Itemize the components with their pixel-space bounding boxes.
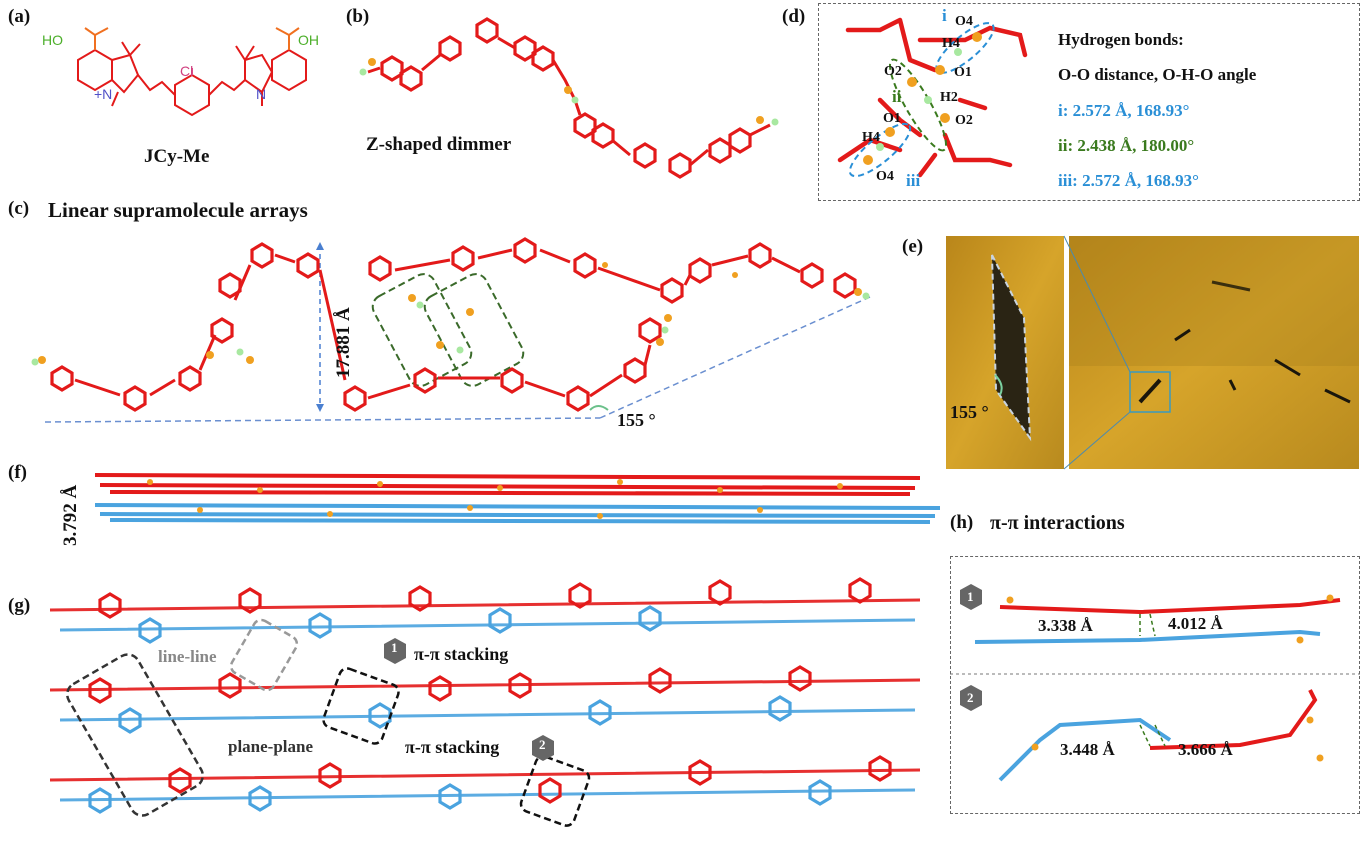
atom-label: H4	[942, 36, 960, 51]
array-distance: 17.881 Å	[333, 307, 354, 378]
side-view-stack	[94, 473, 941, 524]
hbond-title: Hydrogen bonds:	[1058, 30, 1184, 49]
panel-f-label: (f)	[8, 462, 27, 483]
atom-n-left: +N	[94, 86, 113, 102]
stack-distance: 3.792 Å	[60, 484, 81, 546]
panel-h-label: (h)	[950, 512, 974, 533]
roman-iii: iii	[906, 171, 921, 190]
panel-d-label: (d)	[782, 6, 806, 27]
line-line-label: line-line	[158, 647, 217, 666]
hbond-iii: iii: 2.572 Å, 168.93°	[1058, 171, 1199, 190]
packing-structure	[49, 577, 921, 827]
panel-h-title: π-π interactions	[990, 512, 1125, 534]
linear-array-structure	[31, 237, 871, 423]
hbond-i: i: 2.572 Å, 168.93°	[1058, 101, 1190, 120]
atom-cl: Cl	[180, 63, 194, 79]
panel-c-label: (c)	[8, 198, 30, 219]
atom-oh: OH	[298, 32, 319, 48]
hbond-detail-structure	[837, 17, 1028, 178]
dimer-caption: Z-shaped dimmer	[366, 134, 512, 155]
panel-b-label: (b)	[346, 6, 370, 27]
pi-marker-1: 1	[967, 589, 974, 604]
panel-c-title: Linear supramolecule arrays	[48, 198, 308, 222]
panel-e-label: (e)	[902, 236, 924, 257]
atom-label: H4	[862, 130, 880, 145]
atom-label: O4	[955, 14, 973, 29]
panel-a-label: (a)	[8, 6, 31, 27]
hbond-ii: ii: 2.438 Å, 180.00°	[1058, 136, 1195, 155]
stacking-label-1: π-π stacking	[414, 644, 509, 664]
roman-i: i	[942, 6, 947, 25]
atom-label: O1	[883, 111, 901, 126]
compound-name: JCy-Me	[144, 146, 210, 167]
hbond-subtitle: O-O distance, O-H-O angle	[1058, 65, 1257, 84]
panel-h-box	[950, 556, 1360, 814]
atom-label: O4	[876, 169, 894, 184]
atom-label: O1	[954, 65, 972, 80]
stacking-marker-1: 1	[391, 640, 398, 655]
z-shaped-dimer-structure	[359, 17, 779, 179]
atom-n-right: N	[256, 86, 267, 102]
panel-g-label: (g)	[8, 595, 31, 616]
panel-d-box	[818, 3, 1360, 201]
stacking-label-2: π-π stacking	[405, 737, 500, 757]
crystal-angle: 155 °	[950, 402, 989, 422]
atom-label: O2	[955, 113, 973, 128]
atom-label: O2	[884, 64, 902, 79]
pi-distance-2b: 3.666 Å	[1178, 740, 1233, 759]
jcy-me-structure	[77, 27, 307, 117]
plane-plane-label: plane-plane	[228, 737, 314, 756]
atom-ho: HO	[42, 32, 63, 48]
atom-label: H2	[940, 90, 958, 105]
pi-distance-1a: 3.338 Å	[1038, 616, 1093, 635]
pi-distance-1b: 4.012 Å	[1168, 614, 1223, 633]
array-angle: 155 °	[617, 410, 656, 430]
crystal-photos	[946, 235, 1359, 470]
pi-marker-2: 2	[967, 690, 974, 705]
pi-pi-detail	[950, 584, 1360, 782]
pi-distance-2a: 3.448 Å	[1060, 740, 1115, 759]
stacking-marker-2: 2	[539, 737, 546, 752]
roman-ii: ii	[892, 87, 902, 106]
